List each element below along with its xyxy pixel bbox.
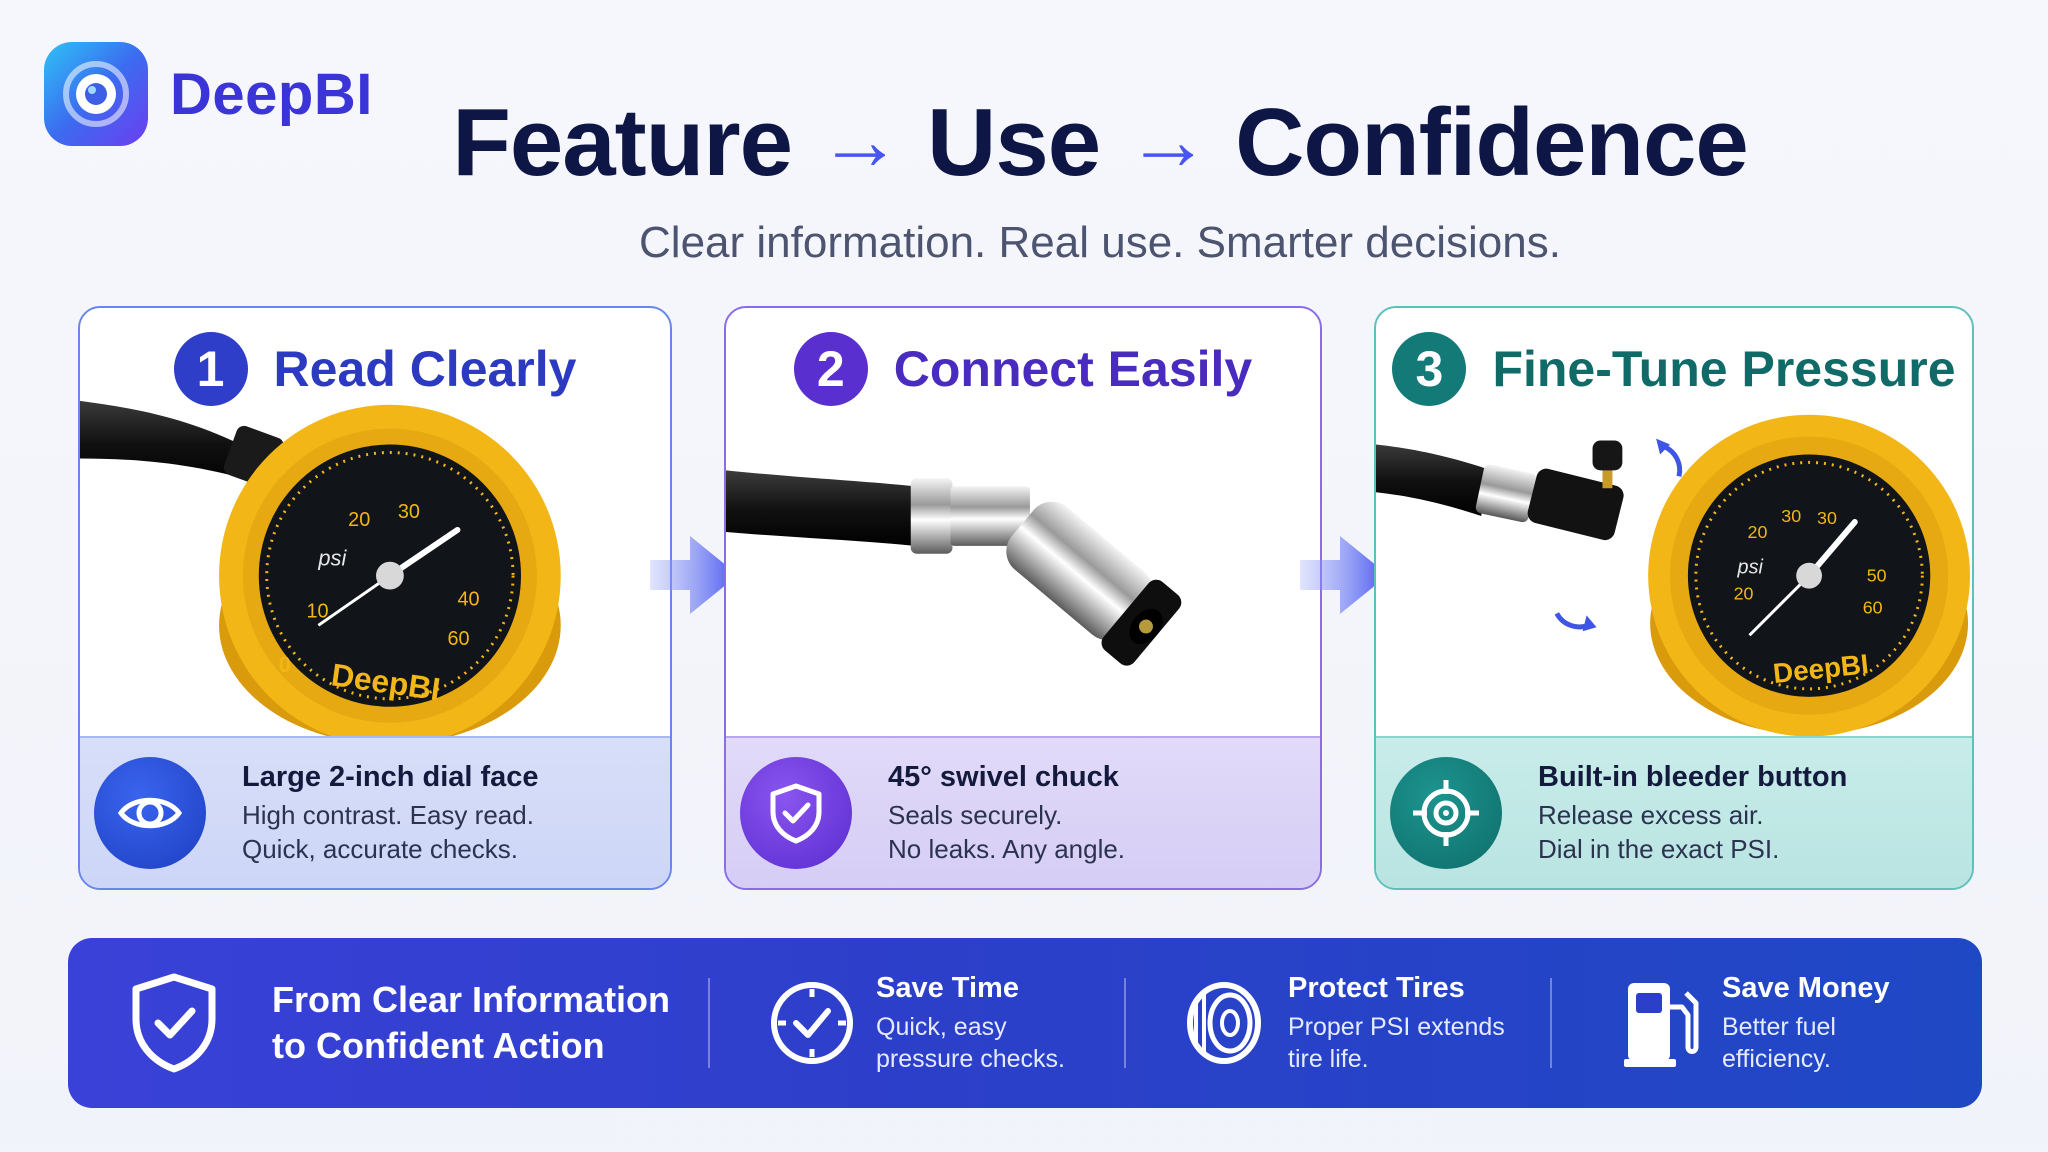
page-subtitle: Clear information. Real use. Smarter dec… bbox=[639, 218, 1561, 267]
target-icon bbox=[1390, 757, 1502, 869]
title-part-confidence: Confidence bbox=[1235, 89, 1749, 196]
feature-title: Large 2-inch dial face bbox=[242, 760, 539, 793]
card-feature-panel: 45° swivel chuck Seals securely. No leak… bbox=[726, 736, 1320, 888]
benefit-line: pressure checks. bbox=[876, 1044, 1065, 1073]
divider bbox=[708, 978, 710, 1068]
step-number-badge: 2 bbox=[793, 332, 868, 406]
benefit-protect-tires: Protect Tires Proper PSI extends tire li… bbox=[1126, 972, 1550, 1075]
svg-text:60: 60 bbox=[448, 628, 470, 650]
step-number-badge: 3 bbox=[1392, 332, 1467, 406]
feature-line: Dial in the exact PSI. bbox=[1538, 833, 1780, 864]
svg-text:50: 50 bbox=[1867, 566, 1887, 586]
big-arrow-right-icon bbox=[650, 536, 738, 614]
feature-line: High contrast. Easy read. bbox=[242, 799, 534, 830]
feature-line: Seals securely. bbox=[888, 799, 1063, 830]
svg-text:30: 30 bbox=[1781, 506, 1801, 526]
step-number-badge: 1 bbox=[173, 332, 248, 406]
benefit-line: Better fuel bbox=[1722, 1012, 1836, 1041]
svg-text:30: 30 bbox=[398, 501, 420, 523]
divider bbox=[1550, 978, 1552, 1068]
brand-name: DeepBI bbox=[170, 61, 373, 127]
svg-text:10: 10 bbox=[306, 600, 328, 622]
benefit-title: Save Time bbox=[876, 971, 1019, 1004]
card-feature-panel: Large 2-inch dial face High contrast. Ea… bbox=[80, 736, 670, 888]
benefit-line: Quick, easy bbox=[876, 1012, 1007, 1041]
brand-logo: DeepBI bbox=[44, 42, 373, 146]
page-title: Feature → Use → Confidence bbox=[0, 88, 2048, 198]
title-part-feature: Feature bbox=[452, 89, 793, 196]
clock-icon bbox=[771, 982, 853, 1064]
card-header: 2 Connect Easily bbox=[726, 332, 1320, 406]
divider bbox=[1124, 978, 1126, 1068]
benefit-line: efficiency. bbox=[1722, 1044, 1831, 1073]
bleeder-gauge-image: 20 30 30 50 60 20 psi DeepBI bbox=[1376, 414, 1971, 737]
card-header: 1 Read Clearly bbox=[80, 332, 670, 406]
feature-card-fine-tune-pressure: 20 30 30 50 60 20 psi DeepBI 3 Fine-Tune… bbox=[1374, 306, 1974, 890]
svg-text:20: 20 bbox=[348, 509, 370, 531]
banner-title-line: to Confident Action bbox=[272, 1025, 605, 1066]
benefits-banner: From Clear Information to Confident Acti… bbox=[68, 938, 1982, 1108]
card-title: Fine-Tune Pressure bbox=[1492, 341, 1956, 397]
fuel-pump-icon bbox=[1624, 983, 1699, 1067]
tire-icon bbox=[1187, 982, 1261, 1064]
feature-title: 45° swivel chuck bbox=[888, 760, 1119, 793]
banner-main: From Clear Information to Confident Acti… bbox=[68, 971, 708, 1075]
svg-text:20: 20 bbox=[1748, 522, 1768, 542]
svg-text:20: 20 bbox=[1734, 583, 1754, 603]
card-title: Read Clearly bbox=[273, 341, 577, 397]
svg-text:30: 30 bbox=[1817, 508, 1837, 528]
svg-text:40: 40 bbox=[457, 588, 479, 610]
card-title: Connect Easily bbox=[893, 341, 1253, 397]
swivel-chuck-image bbox=[726, 470, 1182, 666]
svg-text:psi: psi bbox=[1737, 557, 1764, 579]
card-feature-panel: Built-in bleeder button Release excess a… bbox=[1376, 736, 1972, 888]
feature-line: Release excess air. bbox=[1538, 799, 1764, 830]
benefit-save-money: Save Money Better fuel efficiency. bbox=[1552, 972, 1890, 1075]
arrow-right-icon: → bbox=[1126, 92, 1210, 187]
feature-card-read-clearly: 0 10 20 30 40 60 psi DeepBI 1 Read Clear… bbox=[78, 306, 672, 890]
shield-check-icon bbox=[740, 757, 852, 869]
title-part-use: Use bbox=[926, 89, 1101, 196]
svg-text:psi: psi bbox=[317, 546, 347, 571]
benefit-title: Save Money bbox=[1722, 971, 1890, 1004]
svg-text:60: 60 bbox=[1863, 597, 1883, 617]
arrow-right-icon: → bbox=[817, 92, 902, 187]
feature-line: Quick, accurate checks. bbox=[242, 833, 518, 864]
banner-title-line: From Clear Information bbox=[272, 979, 671, 1020]
feature-card-connect-easily: 2 Connect Easily 45° swivel chuck Seals … bbox=[724, 306, 1322, 890]
feature-title: Built-in bleeder button bbox=[1538, 760, 1848, 793]
feature-line: No leaks. Any angle. bbox=[888, 833, 1126, 864]
big-arrow-right-icon bbox=[1300, 536, 1388, 614]
shield-check-icon bbox=[132, 973, 216, 1073]
card-header: 3 Fine-Tune Pressure bbox=[1376, 332, 1972, 406]
svg-text:0: 0 bbox=[279, 652, 291, 677]
dial-gauge-image: 0 10 20 30 40 60 psi DeepBI bbox=[80, 400, 561, 740]
benefit-title: Protect Tires bbox=[1288, 971, 1465, 1004]
benefit-line: Proper PSI extends bbox=[1288, 1012, 1505, 1041]
logo-mark-icon bbox=[44, 42, 148, 146]
benefit-save-time: Save Time Quick, easy pressure checks. bbox=[710, 972, 1124, 1075]
benefit-line: tire life. bbox=[1288, 1044, 1369, 1073]
eye-icon bbox=[94, 757, 206, 869]
